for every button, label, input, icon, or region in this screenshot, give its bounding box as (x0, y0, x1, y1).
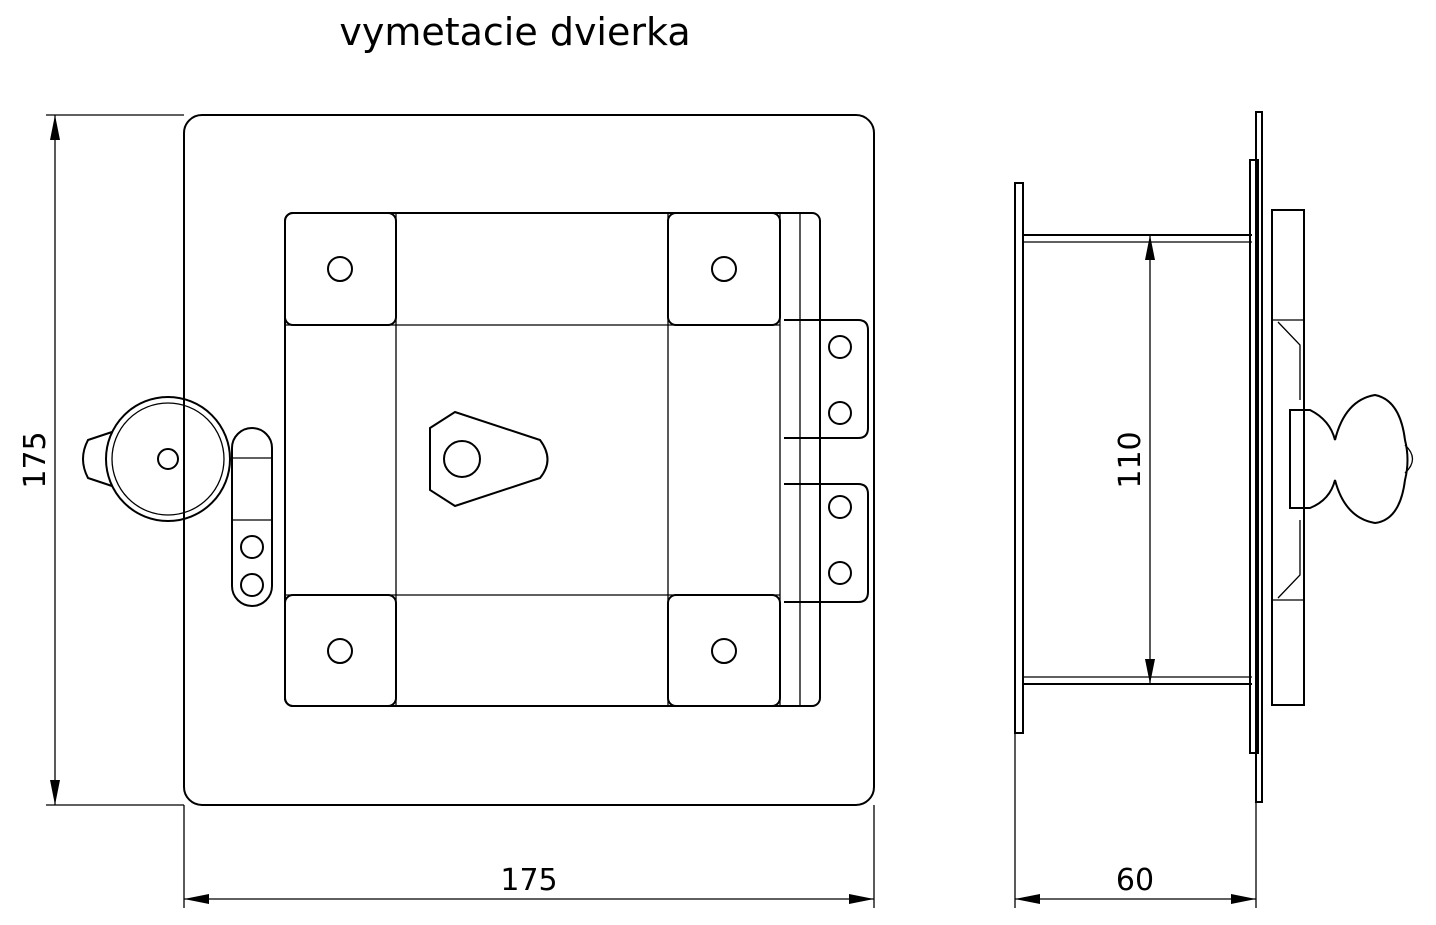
hinge-knuckle-top (784, 319, 869, 439)
rear-flange (1014, 182, 1024, 734)
front-plate-edge (1255, 111, 1263, 803)
front-frame-edge (1249, 159, 1259, 754)
dimension-side-opening: 110 (1113, 235, 1155, 684)
dim-side-depth-label: 60 (1116, 863, 1154, 898)
latch-plate (429, 410, 549, 508)
hinge-plate-top-right (667, 212, 781, 326)
latch-pivot (443, 440, 481, 478)
dimension-front-width: 175 (183, 805, 875, 908)
dim-side-opening-label: 110 (1113, 431, 1148, 488)
hinge-plate-bottom-left (284, 594, 397, 707)
hinge-plate-bottom-right (667, 594, 781, 707)
hinge-plate-top-left (284, 212, 397, 326)
front-view (82, 114, 875, 806)
handle-knob-outer (105, 396, 231, 522)
dim-front-width-label: 175 (500, 863, 557, 898)
handle-knob-inner (111, 402, 225, 516)
latch-bracket (231, 427, 273, 607)
side-knob (1289, 393, 1409, 525)
handle-tab (82, 431, 113, 487)
dimension-front-height: 175 (18, 114, 184, 806)
dim-front-height-label: 175 (18, 431, 53, 488)
side-view (1014, 111, 1414, 803)
dimension-side-depth: 60 (1014, 733, 1257, 908)
door-frame-plate (183, 114, 875, 806)
door-side (1271, 209, 1305, 706)
door-panel (284, 212, 821, 707)
drawing-title: vymetacie dvierka (339, 10, 690, 54)
rivet-holes (240, 256, 852, 664)
handle-knob-center (157, 448, 179, 470)
hinge-knuckle-bottom (784, 483, 869, 603)
